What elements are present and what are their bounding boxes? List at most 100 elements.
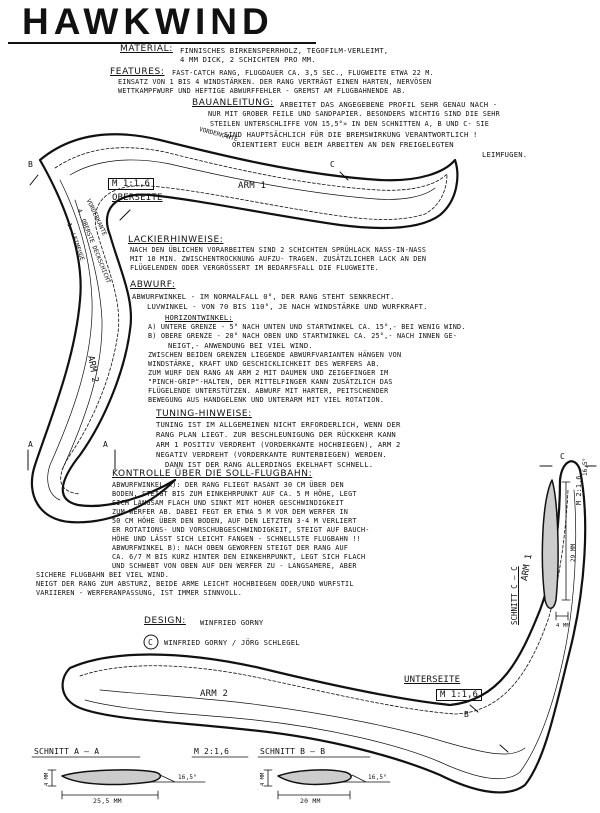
section-mark-c-top bbox=[339, 171, 349, 181]
features-line: WETTKAMPFWURF UND HEFTIGE ABWURFFEHLER -… bbox=[118, 87, 406, 95]
features-heading: FEATURES: bbox=[110, 67, 165, 77]
tuning-line: NEGATIV VERDREHT (VORDERKANTE RUNTERBIEG… bbox=[156, 450, 387, 459]
bauanleitung-line: STEILEN UNTERSCHLIFFE VON 15,5°» IN DEN … bbox=[210, 120, 489, 128]
dim-b-thickness: 4 MM bbox=[260, 772, 266, 786]
kontrolle-line: HÖHE UND LÄSST SICH LEICHT FANGEN - SCHN… bbox=[112, 535, 361, 543]
title-rule bbox=[8, 42, 316, 44]
tuning-heading: TUNING-HINWEISE: bbox=[156, 409, 252, 419]
bauanleitung-line: LEIMFUGEN. bbox=[482, 150, 528, 159]
abwurf-heading: ABWURF: bbox=[130, 280, 176, 290]
section-b-letter-bottom: B bbox=[464, 710, 470, 719]
scale-label-bottom: M 1:1,6 bbox=[436, 689, 482, 701]
section-c-letter: C bbox=[330, 160, 336, 169]
tuning-line: TUNING IST IM ALLGEMEINEN NICHT ERFORDER… bbox=[156, 420, 401, 429]
material-heading: MATERIAL: bbox=[120, 44, 173, 54]
section-b-dimension bbox=[277, 790, 351, 800]
material-line: FINNISCHES BIRKENSPERRHOLZ, TEGOFILM-VER… bbox=[180, 46, 389, 55]
arm1-top-label: ARM 1 bbox=[238, 181, 267, 191]
kontrolle-line: ABWURFWINKEL A): DER RANG FLIEGT RASANT … bbox=[112, 481, 344, 489]
dim-c-thickness: 4 MM bbox=[556, 623, 571, 629]
section-mark-a-top bbox=[27, 449, 116, 471]
top-boomerang-inner-4 bbox=[61, 199, 103, 471]
dim-a-thickness: 4 MM bbox=[44, 772, 50, 786]
bauanleitung-line: NUR MIT GROBER FEILE UND SANDPAPIER. BES… bbox=[208, 110, 500, 118]
top-boomerang-inner-3 bbox=[47, 179, 93, 501]
bottom-boomerang-outline bbox=[61, 460, 587, 794]
material-line: 4 MM DICK, 2 SCHICHTEN PRO MM. bbox=[180, 55, 316, 64]
abwurf-line: ZUM WURF DEN RANG AN ARM 2 MIT DAUMEN UN… bbox=[148, 369, 389, 377]
page-title: HAWKWIND bbox=[22, 1, 274, 42]
kontrolle-line: BODEN, STEIGT BIS ZUM EINKEHRPUNKT AUF C… bbox=[112, 490, 357, 498]
abwurf-line: "PINCH-GRIP"-HALTEN, DER MITTELFINGER KA… bbox=[148, 378, 393, 386]
designer-name: WINFRIED GORNY bbox=[200, 618, 264, 627]
dim-b-width: 20 MM bbox=[300, 797, 321, 805]
abwurf-line: FLÜGELENDE UNTERSTÜTZEN. ABWURF MIT HART… bbox=[148, 387, 389, 395]
abwurf-line: WINDSTÄRKE, KRAFT UND GESCHICKLICHKEIT D… bbox=[148, 360, 380, 368]
scale-label-top: M 1:1,6 bbox=[108, 178, 154, 190]
abwurf-line: ABWURFWINKEL - IM NORMALFALL 0°, DER RAN… bbox=[132, 292, 395, 301]
kontrolle-line: SICHERE FLUGBAHN BEI VIEL WIND. bbox=[36, 571, 170, 579]
arm2-bottom-label: ARM 2 bbox=[200, 689, 229, 699]
abwurf-line: HORIZONTWINKEL: bbox=[165, 313, 233, 322]
angle-c-label: 16,5° bbox=[582, 457, 589, 476]
top-boomerang-inner-2 bbox=[69, 159, 436, 200]
scale-label-c: M 2:1,6 bbox=[575, 475, 583, 505]
section-a-letter: A bbox=[103, 440, 109, 449]
bauanleitung-line: ORIENTIERT EUCH BEIM ARBEITEN AN DEN FRE… bbox=[232, 140, 454, 149]
bauanleitung-line: SIND HAUPTSÄCHLICH FÜR DIE BREMSWIRKUNG … bbox=[224, 130, 478, 139]
bottom-boomerang-inner-3 bbox=[99, 689, 526, 755]
tuning-line: ARM 1 POSITIV VERDREHT (VORDERKANTE HOCH… bbox=[156, 440, 401, 449]
section-mark-b-top bbox=[29, 174, 131, 221]
features-line: EINSATZ VON 1 BIS 4 WINDSTÄRKEN. DER RAN… bbox=[118, 78, 432, 86]
lackier-line: FLÜGELENDEN ODER VERGRÖSSERT IM BEDARFSF… bbox=[130, 264, 379, 272]
unterseite-label: UNTERSEITE bbox=[404, 675, 461, 685]
scale-label-a: M 2:1,6 bbox=[194, 747, 230, 756]
section-b-letter: B bbox=[28, 160, 34, 169]
kontrolle-line: ER ROTATIONS- UND VORSCHUBGESCHWINDIGKEI… bbox=[112, 526, 370, 534]
section-b-thickness bbox=[263, 769, 273, 787]
kontrolle-line: ABWURFWINKEL B): NACH OBEN GEWORFEN STEI… bbox=[112, 544, 349, 552]
kontrolle-line: VARIIEREN - WERFERANPASSUNG, IST IMMER S… bbox=[36, 589, 243, 597]
section-a-letter: A bbox=[28, 440, 34, 449]
dim-c-height: 29 MM bbox=[570, 543, 577, 562]
schnitt-b-title: SCHNITT B — B bbox=[260, 747, 326, 756]
tuning-line: RANG PLAN LIEGT. ZUR BESCHLEUNIGUNG DER … bbox=[156, 430, 396, 439]
section-c-letter-bottom: C bbox=[560, 452, 566, 461]
lackier-line: NACH DEN ÜBLICHEN VORARBEITEN SIND 2 SCH… bbox=[130, 246, 427, 254]
section-a-dimension bbox=[61, 790, 159, 800]
section-c-thickness-mark bbox=[555, 611, 569, 621]
lackier-line: MIT 10 MIN. ZWISCHENTROCKNUNG AUFZU- TRA… bbox=[130, 255, 427, 263]
section-b-angle bbox=[341, 774, 391, 783]
abwurf-line: NEIGT,- ANWENDUNG BEI VIEL WIND. bbox=[168, 341, 313, 350]
design-heading: DESIGN: bbox=[144, 616, 186, 626]
tuning-line: DANN IST DER RANG ALLERDINGS EKELHAFT SC… bbox=[165, 460, 374, 469]
abwurf-line: A) UNTERE GRENZE - 5° NACH UNTEN UND STA… bbox=[148, 323, 466, 331]
features-line: FAST-CATCH RANG, FLUGDAUER CA. 3,5 SEC.,… bbox=[172, 69, 434, 77]
section-a-profile bbox=[61, 769, 162, 786]
abwurf-line: LUVWINKEL - VON 70 BIS 110°, JE NACH WIN… bbox=[147, 302, 428, 311]
section-mark-b-bottom bbox=[469, 704, 509, 753]
abwurf-line: ZWISCHEN BEIDEN GRENZEN LIEGENDE ABWURFV… bbox=[148, 351, 402, 359]
section-a-thickness bbox=[47, 769, 57, 787]
top-boomerang-outline bbox=[30, 133, 459, 524]
oberseite-label: OBERSEITE bbox=[112, 193, 163, 203]
lackier-heading: LACKIERHINWEISE: bbox=[128, 235, 224, 245]
section-a-angle bbox=[149, 774, 206, 783]
dim-a-width: 25,5 MM bbox=[93, 797, 122, 805]
angle-a-label: 16,5° bbox=[178, 774, 198, 781]
copyright-circle bbox=[143, 634, 159, 650]
kontrolle-line: SICH LANGSAM FLACH UND SINKT MIT HOHER G… bbox=[112, 499, 344, 507]
bottom-boomerang-inner-2 bbox=[84, 489, 577, 780]
section-c-profile bbox=[541, 479, 559, 609]
section-c-dimension bbox=[561, 481, 571, 601]
copyright-text: WINFRIED GORNY / JÖRG SCHLEGEL bbox=[164, 638, 300, 647]
section-b-profile bbox=[277, 769, 352, 786]
kontrolle-line: ZUM WERFER AB. DABEI FEGT ER ETWA 5 M VO… bbox=[112, 508, 349, 516]
kontrolle-line: 50 CM HÖHE ÜBER DEN BODEN, AUF DEN LETZT… bbox=[112, 517, 357, 525]
abwurf-line: BEWEGUNG AUS HANDGELENK UND UNTERARM MIT… bbox=[148, 396, 385, 404]
schnitt-a-title: SCHNITT A — A bbox=[34, 747, 100, 756]
kontrolle-heading: KONTROLLE ÜBER DIE SOLL-FLUGBAHN: bbox=[112, 469, 313, 479]
angle-b-label: 16,5° bbox=[368, 774, 388, 781]
